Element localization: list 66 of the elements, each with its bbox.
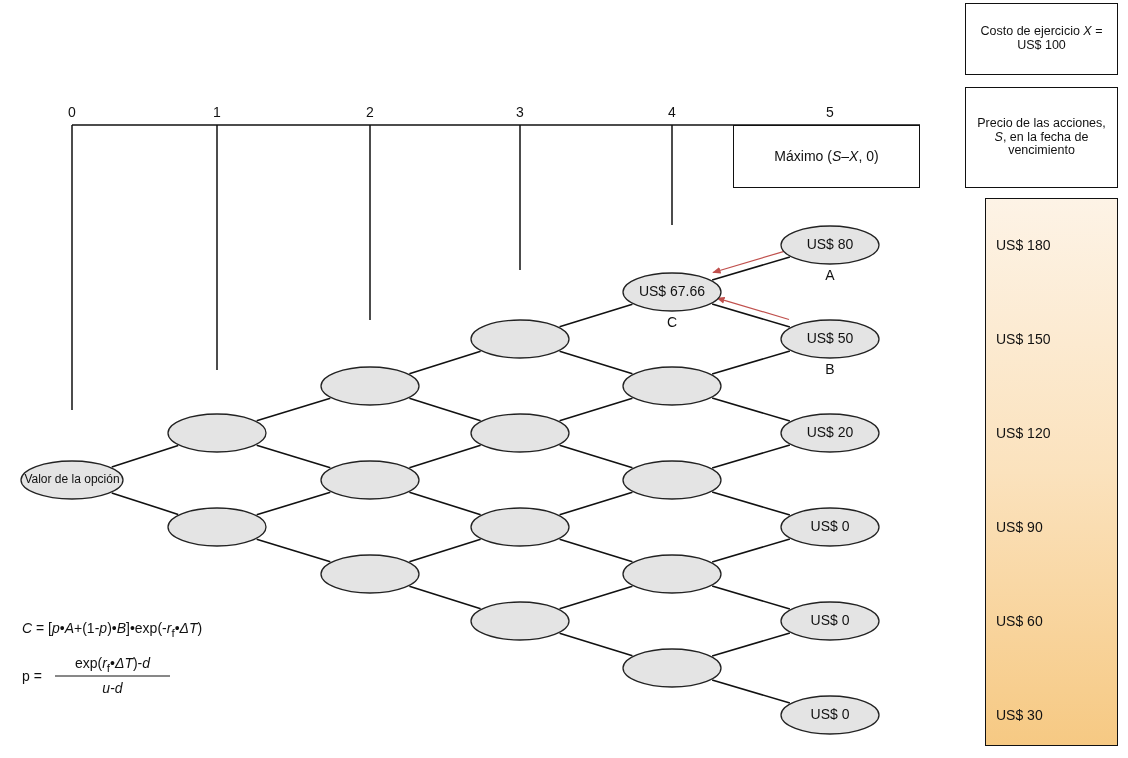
- tree-line: [255, 397, 332, 422]
- tree-line: [711, 679, 791, 704]
- arrow: [716, 297, 790, 321]
- info-box: [965, 3, 1118, 75]
- tree-line: [408, 585, 482, 610]
- info-box: [965, 87, 1118, 188]
- formula: u-d: [101, 680, 124, 696]
- payoff-box: [733, 125, 920, 188]
- tree-line: [711, 538, 791, 563]
- price-value: US$ 30: [996, 707, 1043, 723]
- tree-line: [255, 491, 332, 516]
- tree-line: [711, 397, 791, 422]
- tree-line: [408, 397, 482, 422]
- tree-line: [558, 350, 634, 375]
- node-label: US$ 0: [810, 707, 850, 723]
- tree-line: [558, 632, 634, 657]
- tree-line: [711, 350, 791, 375]
- tree-line: [110, 492, 179, 516]
- tree-line: [408, 444, 482, 469]
- tree-line: [711, 303, 791, 328]
- tree-line: [255, 538, 332, 563]
- tree-line: [408, 350, 482, 375]
- time-step-number: 1: [213, 104, 221, 120]
- box-text: Costo de ejercicio X = US$ 100: [979, 25, 1104, 53]
- node-label: US$ 0: [810, 613, 850, 629]
- node-label: US$ 20: [806, 425, 854, 441]
- tree-line: [558, 444, 634, 469]
- tree-line: [711, 585, 791, 610]
- tree-line: [711, 444, 791, 469]
- node-label: US$ 0: [810, 519, 850, 535]
- node-label: Valor de la opción: [24, 473, 120, 487]
- time-step-number: 0: [68, 104, 76, 120]
- tree-line: [558, 491, 634, 516]
- time-step-number: 4: [668, 104, 676, 120]
- tree-line: [711, 491, 791, 516]
- formula: p =: [22, 668, 42, 684]
- tree-line: [255, 444, 332, 469]
- time-step-number: 5: [826, 104, 834, 120]
- tree-line: [558, 538, 634, 563]
- formula: exp(r$_{f}$•ΔT)-d: [73, 655, 152, 674]
- node-label: US$ 50: [806, 331, 854, 347]
- box-text: Precio de las acciones, S, en la fecha de vencimiento: [976, 116, 1107, 159]
- arrow: [712, 250, 786, 274]
- tree-line: [408, 538, 482, 563]
- formula: C = [p•A+(1-p)•B]•exp(-r$_{f}$•ΔT): [22, 620, 203, 639]
- time-step-number: 2: [366, 104, 374, 120]
- node-label: US$ 80: [806, 237, 854, 253]
- price-value: US$ 60: [996, 613, 1043, 629]
- node-label: US$ 67.66: [638, 284, 706, 300]
- tree-line: [110, 444, 179, 468]
- node-letter: C: [665, 314, 679, 330]
- time-step-number: 3: [516, 104, 524, 120]
- price-value: US$ 120: [996, 425, 1051, 441]
- box-text: Máximo (S–X, 0): [773, 148, 880, 165]
- tree-line: [711, 256, 791, 281]
- tree-line: [408, 491, 482, 516]
- tree-line: [558, 397, 634, 422]
- price-panel: [985, 198, 1118, 746]
- node-letter: B: [824, 361, 836, 377]
- tree-line: [558, 303, 634, 328]
- tree-line: [711, 632, 791, 657]
- price-value: US$ 150: [996, 331, 1051, 347]
- node-letter: A: [824, 267, 836, 283]
- price-value: US$ 180: [996, 237, 1051, 253]
- price-value: US$ 90: [996, 519, 1043, 535]
- tree-line: [558, 585, 634, 610]
